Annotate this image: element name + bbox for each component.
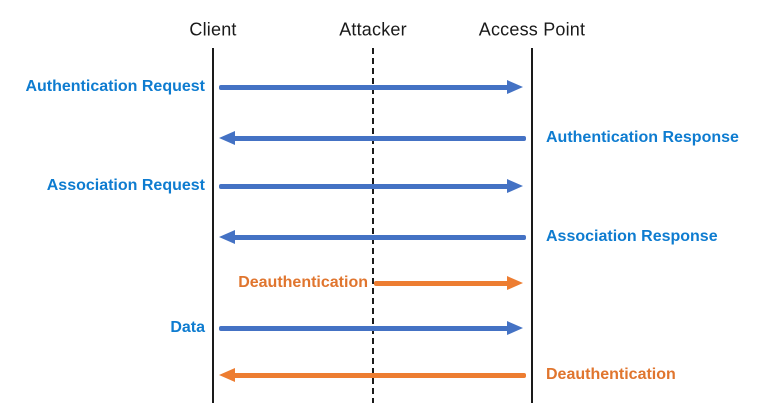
arrow-head-right-icon — [507, 320, 523, 335]
arrow-head-right-icon — [507, 275, 523, 290]
message-label-1: Authentication Response — [546, 129, 739, 146]
arrow-shaft — [232, 372, 526, 378]
actor-label-client: Client — [189, 19, 237, 40]
arrow-shaft — [232, 135, 526, 141]
actor-label-attacker: Attacker — [339, 19, 407, 40]
lifeline-client — [212, 48, 214, 403]
arrow-shaft — [232, 234, 526, 240]
message-label-0: Authentication Request — [25, 78, 205, 95]
arrow-shaft — [219, 183, 510, 189]
actor-label-access-point: Access Point — [478, 19, 586, 40]
arrow-shaft — [219, 84, 510, 90]
message-label-5: Data — [170, 319, 205, 336]
message-label-6: Deauthentication — [546, 366, 676, 383]
arrow-head-left-icon — [219, 367, 235, 382]
arrow-shaft — [219, 325, 510, 331]
arrow-head-left-icon — [219, 229, 235, 244]
lifeline-access-point — [531, 48, 533, 403]
lifeline-attacker — [372, 48, 374, 403]
message-label-2: Association Request — [46, 177, 205, 194]
message-label-3: Association Response — [546, 228, 718, 245]
arrow-head-left-icon — [219, 130, 235, 145]
arrow-head-right-icon — [507, 178, 523, 193]
message-label-4: Deauthentication — [238, 274, 368, 291]
arrow-head-right-icon — [507, 79, 523, 94]
arrow-shaft — [374, 280, 510, 286]
